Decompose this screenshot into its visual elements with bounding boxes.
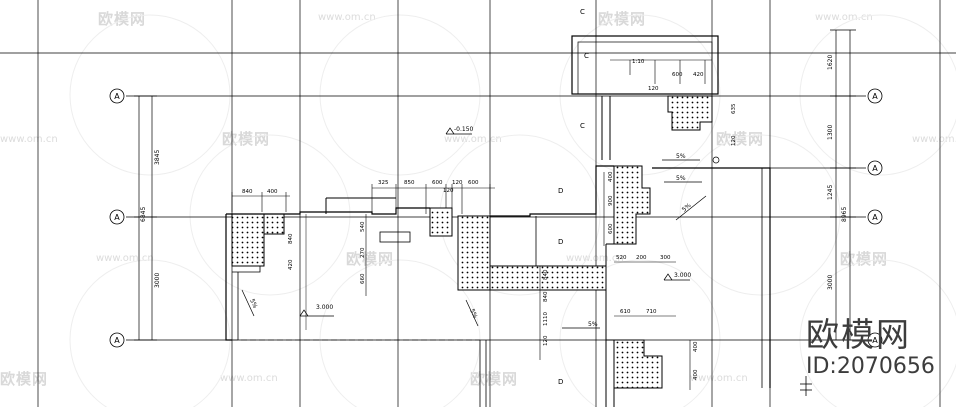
axis-label: A [114,92,120,101]
dimension-label: 120 [543,335,549,346]
slope-arrows [241,159,707,329]
dimension-label: 840 [242,189,253,195]
watermark-brand: 欧模网 [598,10,647,28]
dimension-label: 420 [693,72,704,78]
dimension-label: 6845 [140,207,147,222]
dimension-label: 1300 [827,125,834,140]
watermark-brand: 欧模网 [0,370,49,388]
slope-label: 5% [588,321,598,328]
level-label: -0.150 [454,126,474,133]
dimension-label: 1110 [543,312,549,326]
main-walls [225,156,771,407]
dimension-label: 325 [378,180,389,186]
watermark-url: www.om.cn [96,253,154,264]
watermark-brand: 欧模网 [716,130,765,148]
watermark-url: www.om.cn [566,253,624,264]
dimension-label: 840 [543,269,549,280]
dimension-label: 710 [646,309,657,315]
room-label: C [584,52,589,60]
dimension-label: 1620 [827,55,834,70]
room-label: C [580,122,585,130]
watermark-brand: 欧模网 [98,10,147,28]
dimension-label: 600 [672,72,683,78]
dimension-label: 400 [693,341,699,352]
slope-label: 5% [248,298,258,310]
slope-label: 5% [676,175,686,182]
axis-label: A [114,336,120,345]
axis-label: A [872,213,878,222]
room-label: C [580,8,585,16]
corner-marks [800,376,812,396]
axis-label: A [114,213,120,222]
watermark-url: www.om.cn [0,134,58,145]
dimension-label: 660 [360,273,366,284]
slope-label: 5% [681,202,693,214]
dimension-label: 120 [731,135,737,146]
dimension-label: 400 [267,189,278,195]
level-label: 3.000 [316,304,333,311]
watermark-brand: 欧模网 [346,250,395,268]
dimension-label: 850 [404,180,415,186]
watermark-url: www.om.cn [815,12,873,23]
dimension-label: 600 [432,180,443,186]
watermark-url: www.om.cn [912,134,956,145]
dimension-label: 400 [608,171,614,182]
axis-label: A [872,164,878,173]
dimension-label: 200 [636,255,647,261]
dimension-label: 3000 [154,273,161,288]
room-label: D [558,378,563,386]
dimension-label: 540 [360,221,366,232]
hatched-columns [231,95,713,389]
dimension-label: 520 [616,255,627,261]
mid-right-dimension-lines [365,172,691,390]
axis-bubbles-right [867,88,883,348]
dimension-label: 420 [288,259,294,270]
dimension-label: 120 [648,86,659,92]
dimension-label: 610 [620,309,631,315]
dimension-label: 120 [443,188,454,194]
dimension-label: 120 [452,180,463,186]
left-dimension-lines [134,95,157,341]
top-left-dimension-lines [231,192,290,212]
dimension-label: 600 [468,180,479,186]
dimension-label: 270 [360,247,366,258]
room-label: D [558,187,563,195]
dimension-label: 400 [693,369,699,380]
slope-label: 5% [676,153,686,160]
watermark-url: www.om.cn [444,134,502,145]
dimension-label: 3000 [827,275,834,290]
upper-balcony-walls [571,35,719,160]
dimension-label: 635 [731,103,737,114]
slope-label: 5% [468,308,478,320]
dimension-label: 600 [608,223,614,234]
brand-watermark-logo: 欧模网 [806,315,911,354]
dimension-label: 1:10 [632,59,645,65]
dimension-label: 840 [543,291,549,302]
model-id-text: ID:2070656 [806,354,935,379]
level-label: 3.000 [674,272,691,279]
watermark-brand: 欧模网 [840,250,889,268]
watermark-url: www.om.cn [220,373,278,384]
top-mid-dimension-lines [371,184,495,214]
axis-lines-vertical [37,0,941,407]
dimension-label: 1245 [827,185,834,200]
dimension-label: 300 [660,255,671,261]
dimension-label: 3845 [154,150,161,165]
right-dimension-lines [830,29,856,341]
watermark-url: www.om.cn [690,373,748,384]
room-label: D [558,238,563,246]
watermark-brand: 欧模网 [470,370,519,388]
axis-bubbles-left [109,88,125,348]
dimension-label: 840 [288,233,294,244]
axis-label: A [872,336,878,345]
dimension-label: 8965 [841,207,848,222]
axis-label: A [872,92,878,101]
watermark-url: www.om.cn [318,12,376,23]
dimension-label: 900 [608,195,614,206]
level-markers [299,127,690,317]
